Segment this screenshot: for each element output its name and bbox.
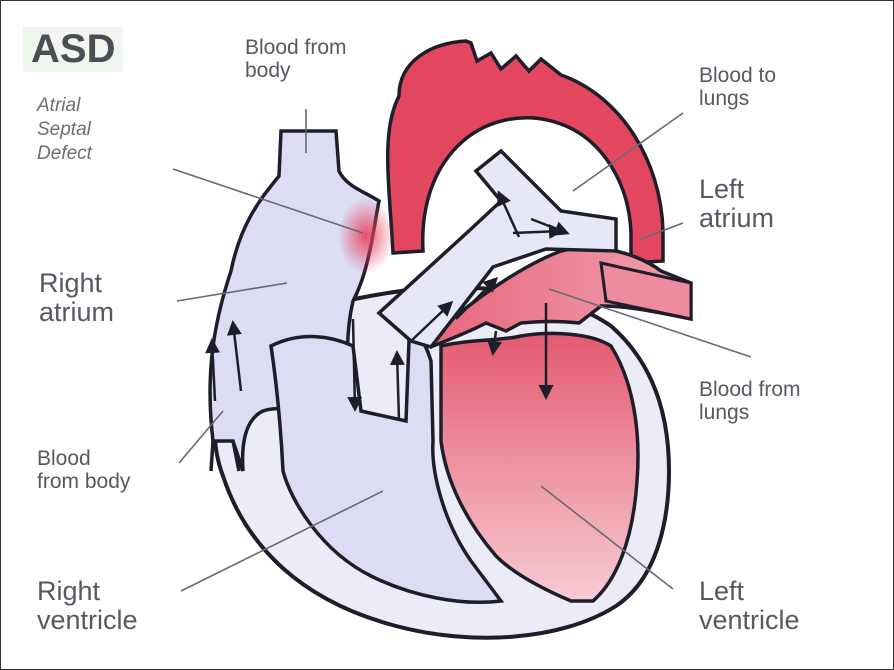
label-blood-to-lungs: Blood to lungs	[699, 65, 776, 110]
label-line: Right	[37, 577, 138, 606]
label-blood-from-lungs: Blood from lungs	[699, 379, 801, 424]
label-blood-from-body-top: Blood from body	[245, 37, 347, 82]
subtitle-line-3: Defect	[37, 142, 92, 166]
label-line: lungs	[699, 88, 776, 111]
label-line: atrium	[39, 298, 114, 327]
label-line: Blood	[37, 448, 130, 471]
label-left-ventricle: Left ventricle	[699, 577, 800, 635]
label-line: body	[245, 60, 347, 83]
label-line: Blood from	[699, 379, 801, 402]
label-line: ventricle	[37, 606, 138, 635]
subtitle-line-1: Atrial	[37, 94, 92, 118]
label-blood-from-body-bottom: Blood from body	[37, 448, 130, 493]
label-line: lungs	[699, 402, 801, 425]
label-line: atrium	[699, 204, 774, 233]
subtitle-line-2: Septal	[37, 118, 92, 142]
label-line: Right	[39, 269, 114, 298]
asd-defect-glow	[338, 198, 394, 274]
label-line: Blood to	[699, 65, 776, 88]
label-left-atrium: Left atrium	[699, 175, 774, 233]
label-line: Left	[699, 175, 774, 204]
label-line: ventricle	[699, 606, 800, 635]
label-line: Left	[699, 577, 800, 606]
label-right-ventricle: Right ventricle	[37, 577, 138, 635]
subtitle-atrial-septal-defect: Atrial Septal Defect	[37, 94, 92, 165]
diagram-title: ASD	[31, 27, 115, 71]
label-line: Blood from	[245, 37, 347, 60]
title-badge: ASD	[23, 27, 123, 72]
label-line: from body	[37, 471, 130, 494]
label-right-atrium: Right atrium	[39, 269, 114, 327]
